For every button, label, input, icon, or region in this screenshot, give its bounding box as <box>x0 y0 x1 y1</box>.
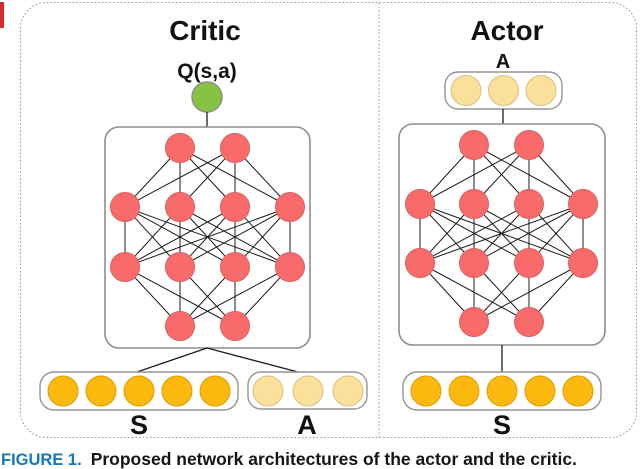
actor-hidden-layer-3 <box>405 248 598 278</box>
critic-hidden-layer-3 <box>110 252 305 282</box>
critic-action-input-nodes <box>252 375 364 407</box>
critic-hidden-layer-4 <box>165 311 250 341</box>
critic-state-label: S <box>130 410 148 440</box>
actor-state-input-nodes <box>410 375 594 407</box>
actor-action-output-nodes <box>450 75 557 106</box>
critic-title: Critic <box>169 15 241 46</box>
actor-hidden-layer-1 <box>459 130 544 160</box>
critic-q-output-node <box>191 81 223 113</box>
left-edge-crop-artifact <box>0 2 4 28</box>
actor-hidden-layer-2 <box>405 189 598 219</box>
critic-hidden-layer-2 <box>110 192 305 222</box>
actor-hidden-network <box>405 130 598 337</box>
actor-output-label: A <box>496 51 510 73</box>
figure-caption-text: Proposed network architectures of the ac… <box>90 449 577 469</box>
critic-panel: Critic Q(s,a) <box>39 15 368 440</box>
figure-outer-frame <box>19 1 638 439</box>
critic-action-label: A <box>297 410 317 440</box>
critic-hidden-network <box>110 133 305 341</box>
critic-state-input-connector <box>136 347 208 373</box>
critic-state-input-nodes <box>47 375 231 407</box>
actor-state-label: S <box>493 410 511 440</box>
critic-action-input-connector <box>206 347 299 373</box>
critic-q-value-label: Q(s,a) <box>177 60 237 83</box>
figure-caption-number: FIGURE 1. <box>1 451 82 469</box>
actor-hidden-layer-4 <box>459 307 544 337</box>
actor-title: Actor <box>470 15 543 46</box>
critic-hidden-layer-1 <box>165 133 250 163</box>
figure-caption: FIGURE 1. Proposed network architectures … <box>1 449 577 469</box>
actor-panel: Actor A <box>398 15 606 440</box>
